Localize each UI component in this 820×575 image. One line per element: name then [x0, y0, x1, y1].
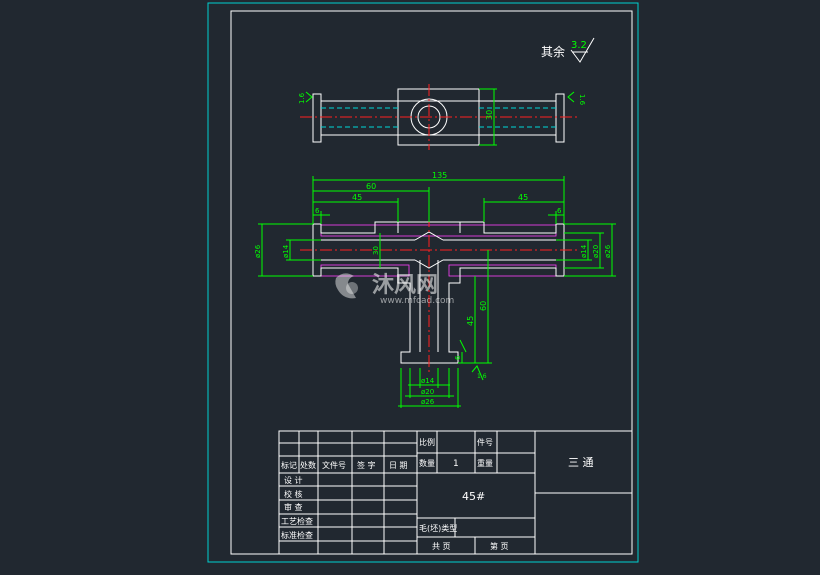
dim-45-vertical: 45 — [466, 316, 475, 326]
tb-material: 45# — [462, 490, 485, 503]
dia-14-bottom: ø14 — [421, 377, 435, 385]
dim-6-vertical: 6 — [454, 355, 462, 360]
dim-60: 60 — [366, 182, 376, 191]
tb-label-stock: 毛(坯)类型 — [419, 523, 457, 533]
dim-60-vertical: 60 — [479, 301, 488, 311]
top-dim-right: 1.6 — [578, 94, 586, 106]
watermark-logo — [335, 273, 358, 299]
dia-26-right: ø26 — [604, 244, 612, 258]
roughness-note-label: 其余 — [541, 44, 565, 59]
tb-value-qty: 1 — [453, 459, 459, 469]
rough-bottom: 1.6 — [477, 373, 487, 380]
roughness-symbol — [570, 37, 595, 63]
dia-26-left: ø26 — [254, 244, 262, 258]
dim-45-left: 45 — [352, 193, 362, 202]
tb-total-sheets: 共 页 — [432, 542, 451, 551]
watermark-url: www.mfcad.com — [380, 296, 454, 306]
tb-header-mark: 标记 — [281, 460, 297, 470]
roughness-note-value: 3.2 — [571, 40, 587, 51]
dia-26-bottom: ø26 — [421, 398, 435, 406]
watermark-brand: 沐风网 — [372, 273, 438, 298]
top-dim-30: 30 — [485, 110, 494, 120]
dim-45-right: 45 — [518, 193, 528, 202]
dim-6-right: 6 — [557, 207, 562, 215]
top-right-roughness-symbol — [567, 91, 575, 103]
tb-header-sign: 签 字 — [357, 460, 376, 470]
tb-part-name: 三 通 — [568, 456, 594, 469]
top-dim-left: 1.6 — [298, 92, 306, 104]
tb-row-review: 审 查 — [284, 502, 303, 512]
tb-row-std: 标准检查 — [281, 530, 313, 540]
tb-row-process: 工艺检查 — [281, 516, 313, 526]
tb-header-file: 文件号 — [322, 460, 346, 470]
dim-overall-135: 135 — [432, 171, 447, 180]
dim-30-vertical: 30 — [372, 246, 380, 255]
tb-sheet-no: 第 页 — [490, 541, 509, 551]
outer-border — [207, 2, 639, 563]
tb-label-scale: 比例 — [419, 437, 435, 447]
dia-14-left: ø14 — [282, 244, 290, 258]
tb-label-partno: 件号 — [477, 437, 493, 447]
tb-row-check: 校 核 — [284, 489, 303, 499]
top-left-roughness-symbol — [305, 91, 313, 103]
dia-20-right: ø20 — [592, 245, 600, 258]
tb-label-qty: 数量 — [419, 458, 435, 468]
tb-row-design: 设 计 — [284, 475, 303, 485]
tb-header-date: 日 期 — [389, 461, 408, 470]
tb-label-weight: 重量 — [477, 458, 493, 468]
dia-14-right: ø14 — [580, 244, 588, 258]
front-view — [258, 176, 616, 408]
top-view — [300, 84, 578, 150]
dia-20-bottom: ø20 — [421, 388, 434, 396]
bottom-roughness-symbol — [471, 365, 484, 381]
dim-6-left: 6 — [315, 207, 320, 215]
tb-header-count: 处数 — [300, 460, 316, 470]
title-block — [278, 430, 633, 555]
